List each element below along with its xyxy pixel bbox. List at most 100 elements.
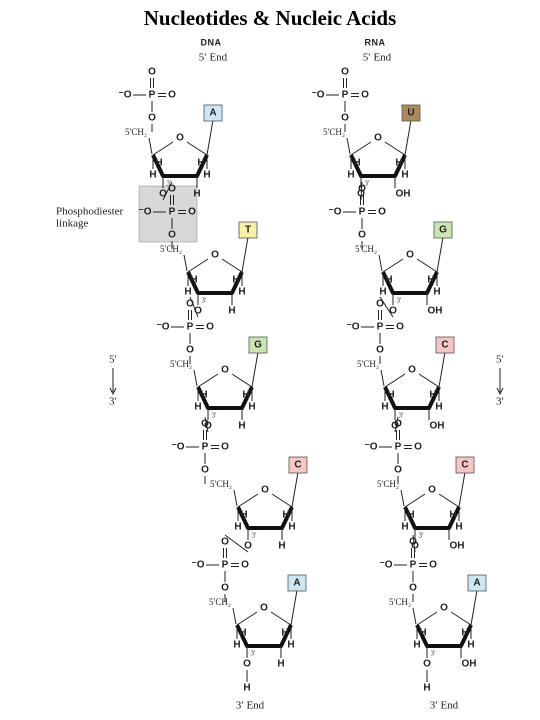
- rna-nucleotide-2-oh-c2: OH: [428, 306, 443, 317]
- dna-nucleotide-2-base-letter: T: [245, 225, 251, 236]
- dna-nucleotide-5-base-box: [287, 574, 307, 592]
- rna-nucleotide-1-phosphate-oxygen-ester: O: [341, 113, 349, 124]
- rna-nucleotide-5-three-prime-oxygen: O: [423, 659, 431, 670]
- rna-nucleotide-1-h-c4-down: H: [347, 170, 354, 181]
- right-arrow-top-label: 5′: [496, 354, 504, 366]
- dna-nucleotide-2-phosphate-oxygen-double: O: [168, 184, 176, 195]
- dna-nucleotide-3-phosphate-phosphorus: P: [187, 322, 194, 333]
- rna-nucleotide-1-ch2-label: 5′CH₂: [323, 127, 345, 137]
- rna-nucleotide-2-h-c4-down: H: [379, 287, 386, 298]
- dna-nucleotide-4-phosphate-oxygen-ester: O: [201, 465, 209, 476]
- dna-nucleotide-3-base-letter: G: [254, 340, 262, 351]
- dna-nucleotide-1-ring-oxygen: O: [176, 133, 184, 144]
- dna-nucleotide-2-ch2-label: 5′CH₂: [160, 244, 182, 254]
- dna-nucleotide-4-h-c1: H: [282, 510, 289, 521]
- dna-nucleotide-3-phosphate-oxygen-right: O: [206, 322, 214, 333]
- dna-nucleotide-5-h-c1: H: [281, 628, 288, 639]
- rna-nucleotide-4-ring-bond-o-c1: [438, 493, 460, 508]
- dna-nucleotide-3-h-c4-down: H: [194, 402, 201, 413]
- phosphodiester-highlight: [138, 185, 198, 243]
- dna-nucleotide-2-phosphate-oxygen-right: O: [188, 207, 196, 218]
- dna-nucleotide-2-prime3-label: 3′: [201, 297, 207, 305]
- linkage-label-line2: linkage: [56, 218, 88, 230]
- rna-nucleotide-5-ring-bond-o-c1: [450, 611, 472, 626]
- dna-nucleotide-1-ch2-label: 5′CH₂: [125, 127, 147, 137]
- dna-nucleotide-2-phosphate-oxygen-ester: O: [168, 230, 176, 241]
- rna-nucleotide-3-prime3-label: 3′: [398, 412, 404, 420]
- rna-nucleotide-2-base-box: [433, 221, 453, 239]
- rna-nucleotide-2-bond-to-next-phosphate: [379, 296, 394, 318]
- rna-nucleotide-2-phosphate-oxygen-ester: O: [358, 230, 366, 241]
- dna-nucleotide-1-bond-c1-base: [206, 119, 214, 156]
- dna-nucleotide-2-phosphate-oxygen-negative: ⁻O: [138, 207, 151, 218]
- linkage-label-line1: Phosphodiester: [56, 206, 124, 218]
- page-title: Nucleotides & Nucleic Acids: [143, 6, 397, 30]
- rna-nucleotide-2-phosphate-oxygen-negative: ⁻O: [328, 207, 341, 218]
- dna-nucleotide-5-base-letter: A: [293, 578, 300, 589]
- dna-nucleotide-3-bond-to-next-phosphate: [204, 416, 209, 433]
- dna-nucleotide-5-h-c4: H: [239, 628, 246, 639]
- dna-nucleotide-1-ring-bond-o-c4: [152, 141, 174, 156]
- rna-nucleotide-1-h-c4: H: [353, 158, 360, 169]
- rna-nucleotide-3-phosphate-oxygen-ester: O: [376, 345, 384, 356]
- rna-nucleotide-3-bond-c1-base: [438, 351, 446, 388]
- dna-nucleotide-5-ch2-label: 5′CH₂: [209, 597, 231, 607]
- rna-nucleotide-4-oh-c2: OH: [450, 541, 465, 552]
- rna-nucleotide-2-phosphate-oxygen-right: O: [378, 207, 386, 218]
- rna-nucleotide-1-bond-c1-base: [404, 119, 412, 156]
- rna-nucleotide-5-ring-bond-o-c4: [416, 611, 438, 626]
- dna-nucleotide-5-ring-bold-edge: [235, 624, 293, 648]
- rna-nucleotide-4-phosphate-oxygen-negative: ⁻O: [364, 442, 377, 453]
- dna-nucleotide-4-phosphate-oxygen-right: O: [221, 442, 229, 453]
- dna-nucleotide-3-bond-c1-base: [251, 351, 259, 388]
- dna-nucleotide-2-h-c2: H: [228, 306, 235, 317]
- dna-nucleotide-3-ring-bold-edge: [196, 386, 254, 410]
- rna-nucleotide-5-terminal-h: H: [423, 683, 430, 694]
- dna-nucleotide-3-bond-ch2-c4: [193, 369, 198, 387]
- dna-nucleotide-3-base-box: [248, 336, 268, 354]
- dna-nucleotide-5-h-c4-down: H: [233, 640, 240, 651]
- rna-nucleotide-4-ring-oxygen: O: [428, 485, 436, 496]
- dna-nucleotide-2-h-c4-down: H: [184, 287, 191, 298]
- rna-nucleotide-1-ring-bold-edge: [349, 154, 407, 178]
- dna-nucleotide-3-three-prime-oxygen: O: [204, 421, 212, 432]
- dna-nucleotide-3-phosphate-oxygen-negative: ⁻O: [156, 322, 169, 333]
- rna-nucleotide-5-h-c1: H: [461, 628, 468, 639]
- rna-nucleotide-4-phosphate-phosphorus: P: [395, 442, 402, 453]
- rna-nucleotide-1-ring-bond-o-c1: [384, 141, 406, 156]
- rna-nucleotide-2-bond-c1-base: [436, 236, 444, 273]
- rna-nucleotide-5-phosphate-oxygen-double: O: [409, 537, 417, 548]
- dna-nucleotide-1-h-c4-down: H: [149, 170, 156, 181]
- rna-nucleotide-1-bond-ch2-c4: [346, 137, 351, 155]
- dna-nucleotide-2-ring-oxygen: O: [211, 250, 219, 261]
- rna-nucleotide-1-oh-c2: OH: [396, 189, 411, 200]
- dna-nucleotide-5-phosphate-phosphorus: P: [222, 560, 229, 571]
- rna-nucleotide-1-ring-bond-o-c4: [350, 141, 372, 156]
- dna-nucleotide-4-ring-bond-o-c4: [237, 493, 259, 508]
- rna-nucleotide-2-h-c1-down: H: [433, 287, 440, 298]
- rna-nucleotide-5-ring-bold-edge: [415, 624, 473, 648]
- rna-nucleotide-3-h-c4-down: H: [381, 402, 388, 413]
- rna-nucleotide-3-phosphate-oxygen-negative: ⁻O: [346, 322, 359, 333]
- rna-nucleotide-1-phosphate-oxygen-double: O: [341, 67, 349, 78]
- dna-nucleotide-3-h-c1: H: [242, 390, 249, 401]
- dna-nucleotide-1-phosphate-oxygen-ester: O: [148, 113, 156, 124]
- rna-nucleotide-2-three-prime-oxygen: O: [389, 306, 397, 317]
- dna-nucleotide-5-phosphate-oxygen-right: O: [241, 560, 249, 571]
- dna-nucleotide-4-phosphate-oxygen-double: O: [201, 419, 209, 430]
- dna-nucleotide-4-bond-to-next-phosphate: [224, 534, 249, 553]
- rna-nucleotide-3-oh-c2: OH: [430, 421, 445, 432]
- dna-nucleotide-1-phosphate-oxygen-negative: ⁻O: [118, 90, 131, 101]
- dna-nucleotide-5-ring-oxygen: O: [260, 603, 268, 614]
- dna-nucleotide-2-three-prime-oxygen: O: [194, 306, 202, 317]
- rna-nucleotide-4-prime3-label: 3′: [418, 532, 424, 540]
- dna-nucleotide-1-ring-bold-edge: [151, 154, 209, 178]
- rna-nucleotide-4-phosphate-oxygen-double: O: [394, 419, 402, 430]
- rna-nucleotide-3-ring-bold-edge: [383, 386, 441, 410]
- rna-nucleotide-4-ring-bold-edge: [403, 506, 461, 530]
- left-arrow-top-label: 5′: [109, 354, 117, 366]
- dna-five-end-label: 5′ End: [199, 52, 228, 64]
- dna-nucleotide-2-h-c1: H: [232, 275, 239, 286]
- dna-nucleotide-5-terminal-h: H: [243, 683, 250, 694]
- rna-nucleotide-5-phosphate-phosphorus: P: [410, 560, 417, 571]
